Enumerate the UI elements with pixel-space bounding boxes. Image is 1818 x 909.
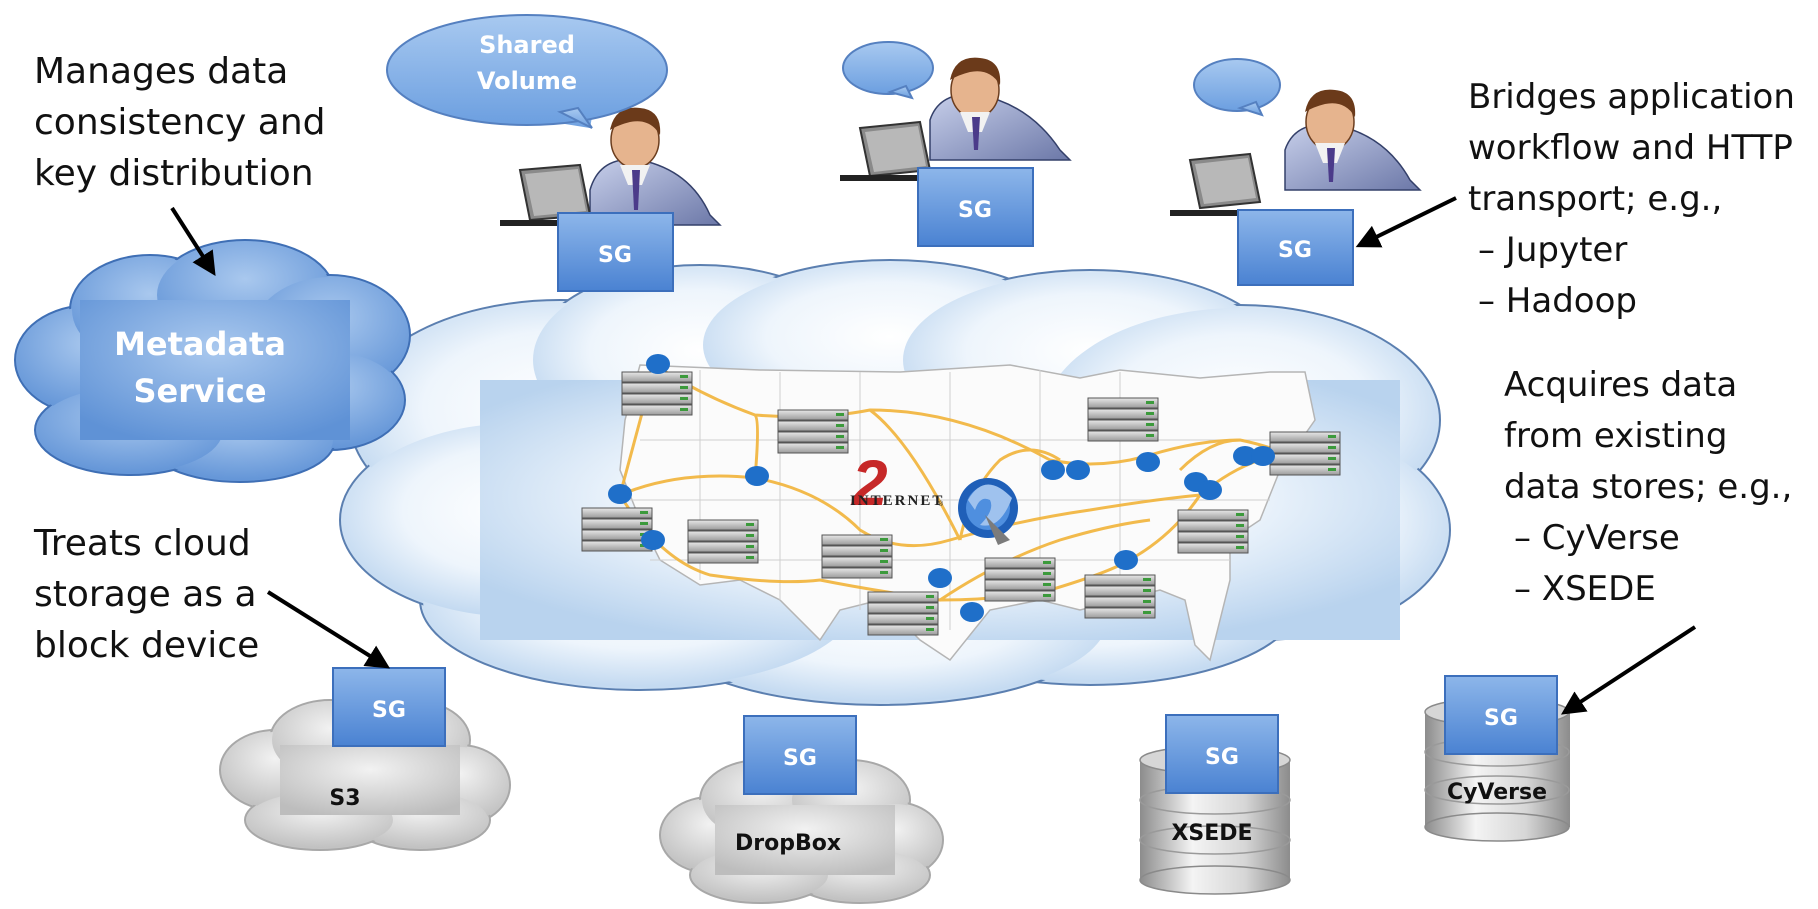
network-node <box>646 354 670 374</box>
server-rack-icon <box>777 409 849 454</box>
metadata-service-label-line1: Metadata <box>114 325 286 363</box>
xsede-label: XSEDE <box>1171 821 1252 846</box>
network-node <box>608 484 632 504</box>
speech-bubble-2 <box>842 41 934 100</box>
sg-box-s3[interactable]: SG <box>332 667 446 747</box>
network-node <box>1114 550 1138 570</box>
network-node <box>641 530 665 550</box>
network-node <box>960 602 984 622</box>
s3-label: S3 <box>329 786 360 811</box>
sg-label: SG <box>783 746 817 771</box>
server-racks <box>581 371 1341 636</box>
annotation-line: Treats cloud <box>34 523 251 564</box>
annotation-line: – Hadoop <box>1478 281 1637 321</box>
annotation-line: consistency and <box>34 102 326 143</box>
sg-box-xsede[interactable]: SG <box>1165 714 1279 794</box>
sg-label: SG <box>1278 238 1312 263</box>
user-with-laptop-2 <box>840 57 1072 181</box>
annotation-line: block device <box>34 625 260 666</box>
sg-label: SG <box>372 698 406 723</box>
network-node <box>1233 446 1257 466</box>
sg-label: SG <box>1205 745 1239 770</box>
annotation-arrows <box>170 196 1697 715</box>
sg-box-user2[interactable]: SG <box>917 167 1034 247</box>
sg-box-user1[interactable]: SG <box>557 212 674 292</box>
sg-label: SG <box>958 198 992 223</box>
metadata-annotation: Manages data consistency and key distrib… <box>34 46 326 199</box>
annotation-line: key distribution <box>34 153 314 194</box>
s3-cloud: S3 <box>219 699 511 851</box>
annotation-line: storage as a <box>34 574 257 615</box>
internet2-word: INTERNET <box>850 493 944 509</box>
annotation-line: workflow and HTTP <box>1468 128 1793 168</box>
cyverse-label: CyVerse <box>1447 780 1547 805</box>
network-nodes <box>608 354 1275 622</box>
user-figure-icon <box>589 107 722 226</box>
annotation-line: – Jupyter <box>1478 230 1628 270</box>
network-node <box>1136 452 1160 472</box>
network-node <box>928 568 952 588</box>
metadata-service-cloud[interactable]: Metadata Service <box>14 239 411 483</box>
server-rack-icon <box>1084 574 1156 619</box>
server-rack-icon <box>687 519 759 564</box>
annotation-line: – CyVerse <box>1514 518 1680 558</box>
dropbox-cloud: DropBox <box>659 759 944 904</box>
dropbox-label: DropBox <box>735 831 841 856</box>
internet2-logo: 2 INTERNET ® <box>850 447 1018 545</box>
user-figure-icon <box>1284 89 1422 191</box>
sg-box-cyverse[interactable]: SG <box>1444 675 1558 755</box>
metadata-service-label-line2: Service <box>133 372 266 410</box>
internet2-numeral: 2 <box>851 447 888 519</box>
annotation-line: Acquires data <box>1504 365 1738 405</box>
user-figure-icon <box>929 57 1072 161</box>
sg-box-user3[interactable]: SG <box>1237 209 1354 286</box>
internet2-swirl-icon <box>958 478 1018 545</box>
annotation-line: – XSEDE <box>1514 569 1656 609</box>
network-node <box>745 466 769 486</box>
sg-label: SG <box>1484 706 1518 731</box>
annotation-line: data stores; e.g., <box>1504 467 1793 507</box>
user-with-laptop-1 <box>500 107 722 226</box>
network-node <box>1041 460 1065 480</box>
annotation-line: Manages data <box>34 51 289 92</box>
arrow-cloud-storage <box>266 590 391 669</box>
arrow-acquires <box>1560 625 1697 715</box>
shared-volume-label-line1: Shared <box>479 31 575 59</box>
speech-bubble-3 <box>1193 58 1281 117</box>
server-rack-icon <box>621 371 693 416</box>
acquires-annotation: Acquires data from existing data stores;… <box>1504 360 1792 615</box>
cloud-storage-annotation: Treats cloud storage as a block device <box>34 518 259 671</box>
arrow-bridges <box>1355 196 1457 248</box>
sg-box-dropbox[interactable]: SG <box>743 715 857 795</box>
annotation-line: transport; e.g., <box>1468 179 1723 219</box>
network-node <box>1198 480 1222 500</box>
sg-label: SG <box>598 243 632 268</box>
shared-volume-bubble: Shared Volume <box>386 14 668 129</box>
network-node <box>1066 460 1090 480</box>
annotation-line: from existing <box>1504 416 1728 456</box>
server-rack-icon <box>821 534 893 579</box>
server-rack-icon <box>984 557 1056 602</box>
arrow-metadata <box>170 206 216 277</box>
shared-volume-label-line2: Volume <box>477 67 577 95</box>
annotation-line: Bridges application <box>1468 77 1795 117</box>
network-node <box>1251 446 1275 466</box>
server-rack-icon <box>1177 509 1249 554</box>
server-rack-icon <box>867 591 939 636</box>
server-rack-icon <box>581 507 653 552</box>
user-with-laptop-3 <box>1170 89 1422 216</box>
server-rack-icon <box>1269 431 1341 476</box>
internet2-registered-mark: ® <box>938 500 944 508</box>
bridges-annotation: Bridges application workflow and HTTP tr… <box>1468 72 1795 327</box>
server-rack-icon <box>1087 397 1159 442</box>
